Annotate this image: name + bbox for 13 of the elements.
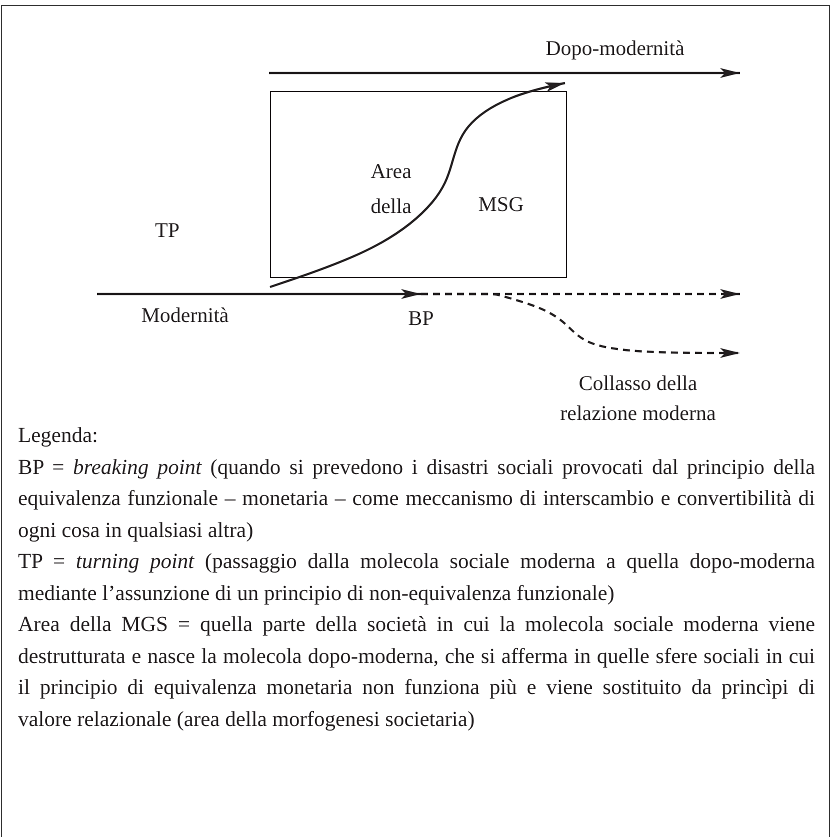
point-label: TP (155, 217, 180, 244)
point-label: BP (407, 305, 435, 332)
legend-heading: Legenda: (18, 422, 99, 449)
box-label: MSG (477, 191, 525, 218)
edge-label: Collasso della relazione moderna (559, 370, 717, 427)
arrow (421, 292, 740, 358)
edge-label: Modernità (140, 302, 230, 329)
box-label: Area della (370, 158, 412, 220)
definition-text: TP = turning point (passaggio dalla molecola sociale moderna a quella dopo-moderna mediante l’assunzione di un principio di non-equivalenza funzionale) (18, 548, 815, 607)
arrow (97, 289, 421, 299)
definition-text: BP = breaking point (quando si prevedono i disastri sociali provocati dal principio della equivalenza funzionale – monetaria – come meccanismo di interscambio e convertibilità di ogni cosa in qualsiasi altra) (18, 454, 815, 544)
definition-text: Area della MGS = quella parte della società in cui la molecola sociale moderna viene destrutturata e nasce la molecola dopo-moderna, che si afferma in quelle sfere sociali in cui il principio di equivalenza monetaria non funziona più e viene sostituito da princìpi di valore relazionale (area della morfogenesi societaria) (18, 611, 815, 733)
arrow-label: Dopo-modernità (544, 35, 686, 62)
